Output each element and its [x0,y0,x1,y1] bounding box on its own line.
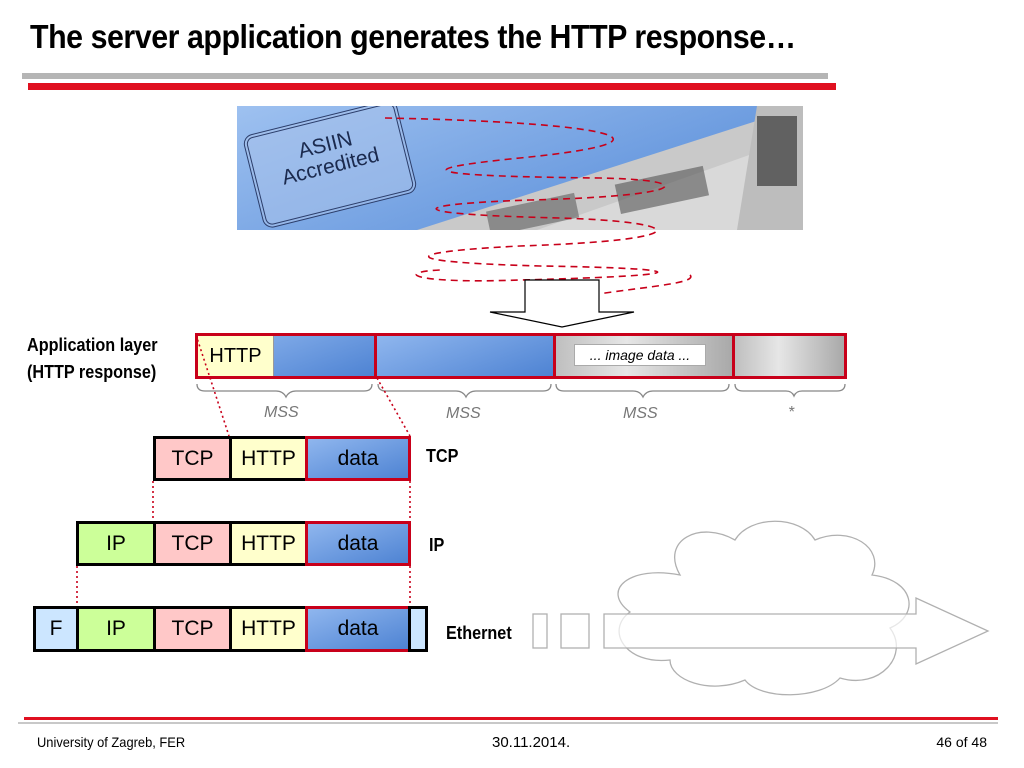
building-photo: ASIIN Accredited [237,106,803,230]
footer-page-number: 46 of 48 [936,734,987,750]
ethernet-layer-label: Ethernet [446,623,512,643]
ip-row-tcp-cell: TCP [153,521,232,566]
eth-row-data-cell: data [305,606,411,652]
eth-row-http-cell: HTTP [229,606,308,652]
mss-label-4: * [788,404,795,421]
eth-row-frame-cell: F [33,606,79,652]
tcp-row-data-cell: data [305,436,411,481]
http-response-segment-2 [374,333,556,379]
ip-row-data-cell: data [305,521,411,566]
footer-institution: University of Zagreb, FER [37,734,186,750]
title-underline-grey [22,73,828,79]
page-title: The server application generates the HTT… [30,18,796,55]
title-underline-red [28,83,836,90]
network-cloud [617,520,910,696]
wire-frame-2 [560,613,590,649]
wire-frame-1 [532,613,548,649]
ip-layer-label: IP [429,535,445,555]
footer-date: 30.11.2014. [492,734,571,751]
transmission-arrow [603,596,990,666]
http-response-segment-3: ... image data ... [553,333,735,379]
eth-row-tcp-cell: TCP [153,606,232,652]
tcp-row-tcp-cell: TCP [153,436,232,481]
mss-label-2: MSS [446,405,481,422]
http-response-segment-1: HTTP [195,333,377,379]
mss-braces [196,383,846,399]
application-layer-label-line1: Application layer [27,335,158,355]
mss-label-3: MSS [623,405,658,422]
http-response-segment-4 [732,333,847,379]
mss-label-1: MSS [264,404,299,421]
eth-row-trailer-cell [408,606,428,652]
http-header-box: HTTP [198,336,274,376]
image-data-label: ... image data ... [574,344,706,366]
footer-line-red [24,717,998,720]
down-arrow [489,279,635,328]
building-facade [417,106,803,230]
ip-row-http-cell: HTTP [229,521,308,566]
application-layer-label: Application layer (HTTP response) [27,332,158,386]
footer-line-grey [18,722,998,724]
application-layer-label-line2: (HTTP response) [27,362,157,382]
encapsulation-dotted-lines [76,334,411,606]
tcp-layer-label: TCP [426,446,459,466]
